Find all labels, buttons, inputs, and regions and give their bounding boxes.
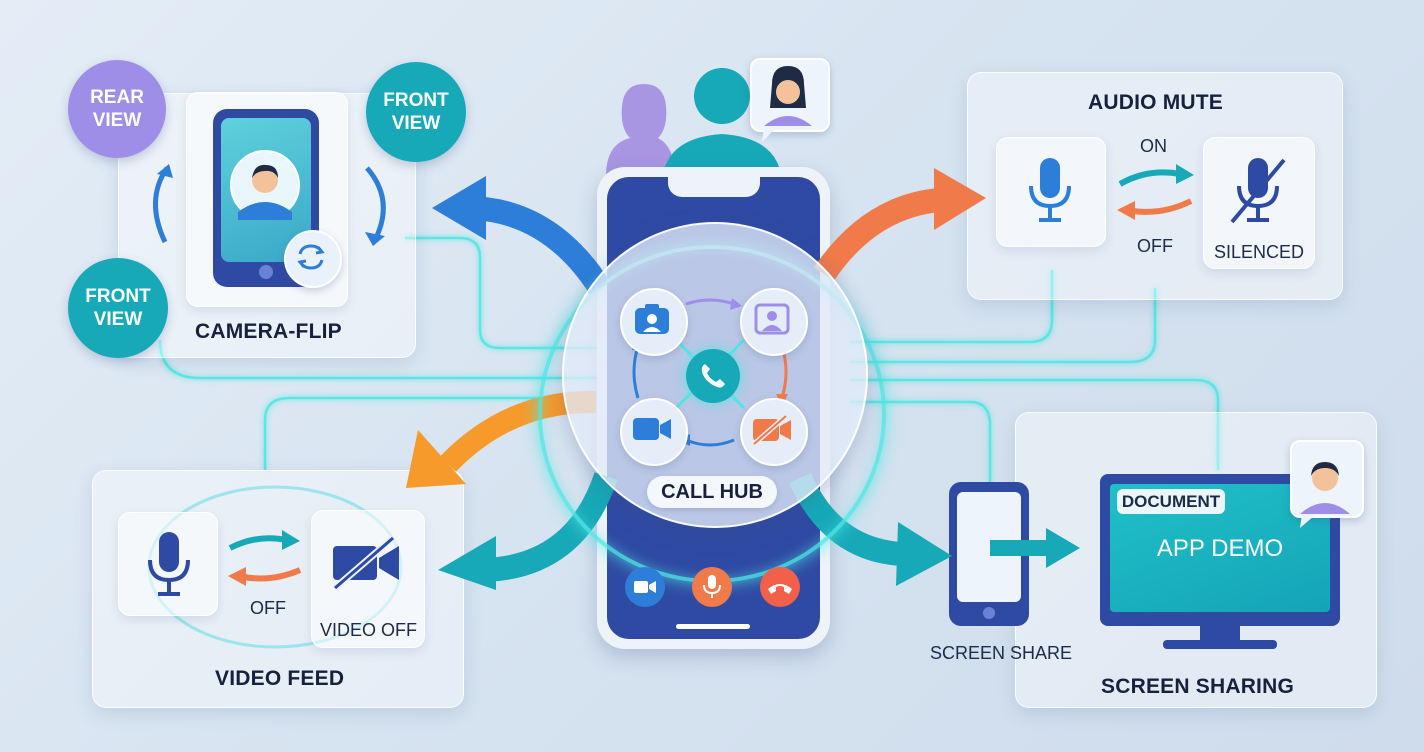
silenced-label: SILENCED: [1214, 242, 1305, 262]
mic-button-icon: [703, 575, 721, 598]
audio-on-label: ON: [1140, 136, 1167, 156]
toggle-right-arrow-icon: [1118, 164, 1194, 187]
hub-call-button[interactable]: [686, 349, 740, 403]
arrow-to-audio-mute: [814, 168, 986, 281]
phone-notch: [248, 109, 288, 118]
monitor-base: [1163, 640, 1277, 649]
camera-flip-title: CAMERA-FLIP: [195, 320, 342, 343]
front-camera-icon: [635, 304, 669, 334]
video-off-small-label: OFF: [250, 598, 286, 618]
switch-camera-button[interactable]: [284, 230, 342, 288]
central-phone-notch: [668, 177, 760, 197]
document-badge: DOCUMENT: [1117, 489, 1225, 514]
phone-home-button: [259, 265, 273, 279]
front-view-top-bubble: FRONT VIEW: [366, 62, 466, 162]
rotate-left-arrow-icon: [153, 164, 173, 244]
presenter-avatar-icon: [1300, 462, 1350, 528]
video-microphone-icon: [148, 532, 190, 596]
rear-view-label: REAR VIEW: [90, 87, 144, 131]
monitor-text: APP DEMO: [1156, 535, 1284, 562]
share-arrow-icon: [990, 528, 1080, 568]
hub-rear-camera-button[interactable]: [740, 288, 808, 356]
share-phone-home: [983, 607, 995, 619]
home-indicator: [676, 624, 750, 629]
call-hub-label: CALL HUB: [661, 481, 763, 503]
video-toggle-right-arrow-icon: [228, 530, 300, 551]
end-call-icon: [768, 584, 792, 594]
video-feed-title: VIDEO FEED: [215, 667, 345, 690]
video-off-icon: [752, 414, 791, 446]
arrow-to-camera-flip: [432, 176, 611, 295]
front-view-top-label: FRONT VIEW: [383, 90, 449, 134]
screen-sharing-title: SCREEN SHARING: [1101, 675, 1294, 698]
switch-camera-icon: [297, 244, 325, 270]
participant-woman-icon: [762, 66, 812, 142]
video-call-icon: [634, 581, 656, 593]
microphone-icon: [1029, 158, 1071, 222]
video-camera-off-icon: [332, 535, 399, 591]
microphone-muted-icon: [1230, 158, 1286, 224]
toggle-left-arrow-icon: [1117, 198, 1193, 220]
phone-call-icon: [701, 364, 725, 388]
screen-share-label: SCREEN SHARE: [930, 643, 1073, 663]
monitor-stand: [1200, 626, 1240, 642]
call-hub-label-pill: CALL HUB: [647, 476, 777, 508]
rear-camera-icon: [754, 303, 790, 335]
document-badge-label: DOCUMENT: [1121, 492, 1221, 511]
video-toggle-left-arrow-icon: [228, 567, 302, 586]
rear-view-bubble: REAR VIEW: [68, 60, 166, 158]
rotate-right-arrow-icon: [365, 166, 386, 246]
video-camera-icon: [633, 418, 671, 440]
end-call-button[interactable]: [760, 567, 800, 607]
video-off-label: VIDEO OFF: [320, 620, 418, 640]
audio-mute-title: AUDIO MUTE: [1088, 91, 1223, 114]
avatar-man-icon: [230, 150, 300, 220]
front-view-bottom-bubble: FRONT VIEW: [68, 258, 168, 358]
front-view-bottom-label: FRONT VIEW: [85, 286, 151, 330]
audio-off-label: OFF: [1137, 236, 1173, 256]
